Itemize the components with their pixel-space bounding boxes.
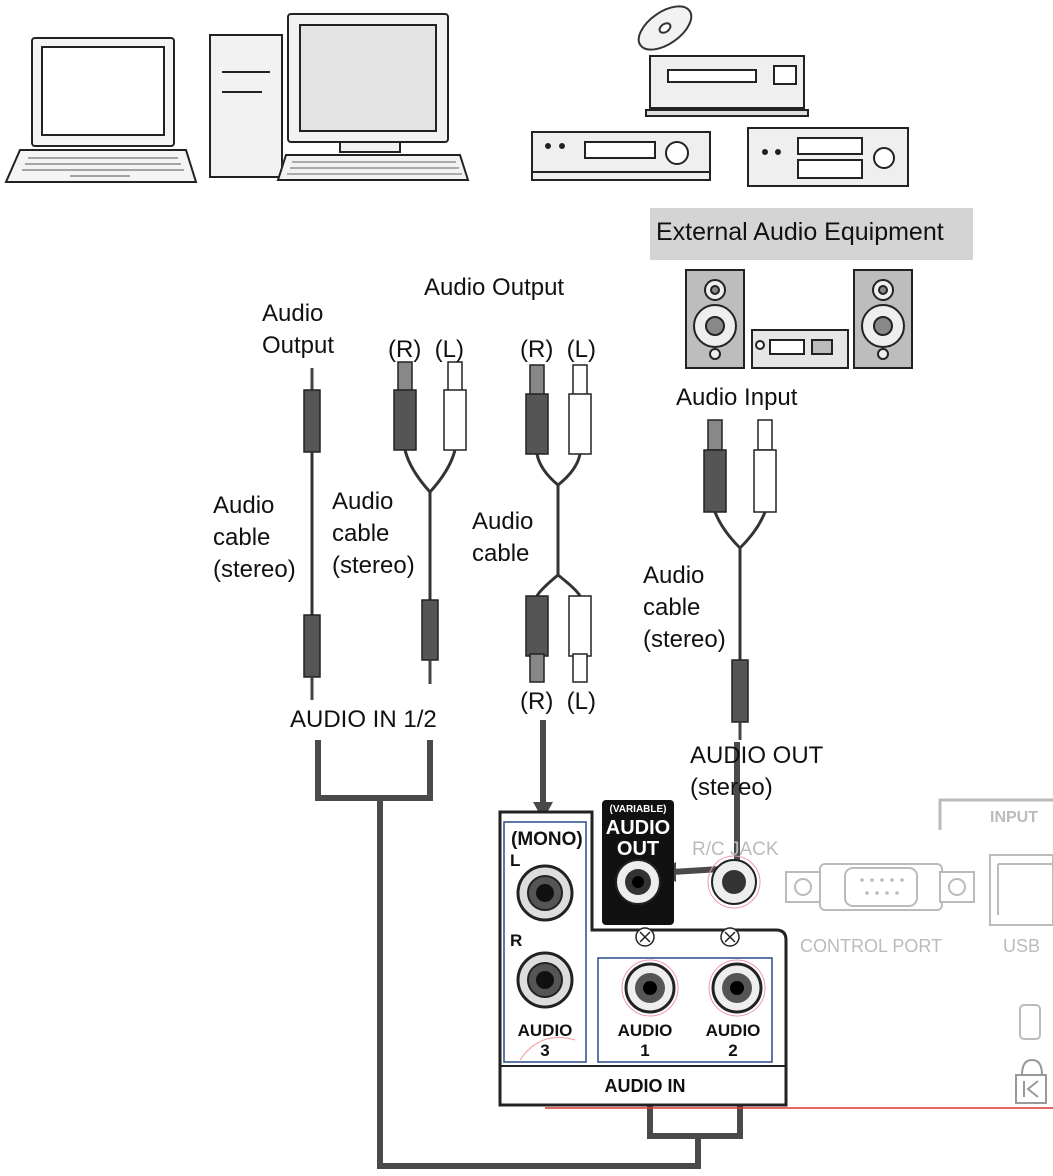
audio3-r-jack bbox=[516, 951, 574, 1009]
audio-in-panel-label: AUDIO IN bbox=[605, 1076, 686, 1096]
speaker-right-icon bbox=[853, 269, 913, 369]
external-audio-equipment-header: External Audio Equipment bbox=[650, 208, 973, 260]
audio-out-cable bbox=[703, 419, 777, 740]
audio1-label-a: AUDIO bbox=[618, 1021, 673, 1040]
amplifier-icon bbox=[751, 329, 849, 369]
rl-label-bottom: (R) (L) bbox=[520, 688, 596, 715]
dvd-player-icon bbox=[645, 55, 809, 117]
rca-to-mini-cable bbox=[393, 361, 467, 684]
cassette-deck-icon bbox=[747, 127, 909, 187]
audio-cable-stereo-label-1: Audio cable (stereo) bbox=[213, 492, 296, 583]
audio-in-12-label: AUDIO IN 1/2 bbox=[290, 706, 437, 733]
audio-cable-stereo-label-2: Audio cable (stereo) bbox=[332, 488, 415, 579]
desktop-computer-icon bbox=[209, 13, 470, 181]
variable-label: (VARIABLE) bbox=[609, 804, 666, 815]
audio2-label-b: 2 bbox=[728, 1041, 737, 1060]
audio-output-mini-label: Audio Output bbox=[262, 300, 335, 359]
speaker-left-icon bbox=[685, 269, 745, 369]
audio-out-stereo-label: AUDIO OUT (stereo) bbox=[690, 742, 824, 801]
mini-stereo-cable-1 bbox=[303, 368, 321, 700]
screw-icon bbox=[635, 927, 740, 947]
audio1-label-b: 1 bbox=[640, 1041, 649, 1060]
audio-out-label-b: OUT bbox=[617, 838, 659, 860]
audio1-jack bbox=[621, 959, 679, 1017]
usb-connector bbox=[989, 854, 1053, 926]
mono-label: (MONO) bbox=[511, 829, 583, 850]
audio-input-label: Audio Input bbox=[676, 384, 798, 411]
projector-terminal-panel: (MONO) L R AUDIO 3 (VARIABLE) AUDIO OUT … bbox=[498, 798, 1053, 1109]
audio-cable-label: Audio cable bbox=[472, 508, 534, 567]
rca-to-rca-cable bbox=[525, 364, 592, 683]
audio2-label-a: AUDIO bbox=[706, 1021, 761, 1040]
audio-output-label: Audio Output bbox=[424, 274, 565, 301]
input-label: INPUT bbox=[990, 809, 1038, 826]
security-lock-icon bbox=[1015, 1058, 1047, 1104]
audio-out-label-a: AUDIO bbox=[606, 817, 670, 839]
l-label: L bbox=[510, 851, 520, 870]
slot-icon bbox=[1019, 1004, 1041, 1040]
audio3-l-jack bbox=[516, 864, 574, 922]
usb-label: USB bbox=[1003, 936, 1040, 956]
r-label: R bbox=[510, 931, 522, 950]
audio3-label-b: 3 bbox=[540, 1041, 549, 1060]
control-port-pins bbox=[860, 878, 904, 895]
audio-out-jack bbox=[615, 859, 661, 905]
cd-disc-icon bbox=[637, 5, 693, 51]
control-port-label: CONTROL PORT bbox=[800, 936, 942, 956]
laptop-icon bbox=[4, 37, 198, 183]
audio-cable-stereo-label-3: Audio cable (stereo) bbox=[643, 562, 726, 653]
audio3-label-a: AUDIO bbox=[518, 1021, 573, 1040]
rc-jack bbox=[707, 855, 761, 909]
audio2-jack bbox=[708, 959, 766, 1017]
vcr-player-icon bbox=[531, 131, 711, 181]
rl-label-cable2: (R) (L) bbox=[388, 336, 464, 363]
external-audio-equipment-title: External Audio Equipment bbox=[656, 218, 944, 246]
rl-label-cable3: (R) (L) bbox=[520, 336, 596, 363]
control-port-connector bbox=[785, 863, 975, 911]
rc-jack-label: R/C JACK bbox=[692, 839, 779, 860]
